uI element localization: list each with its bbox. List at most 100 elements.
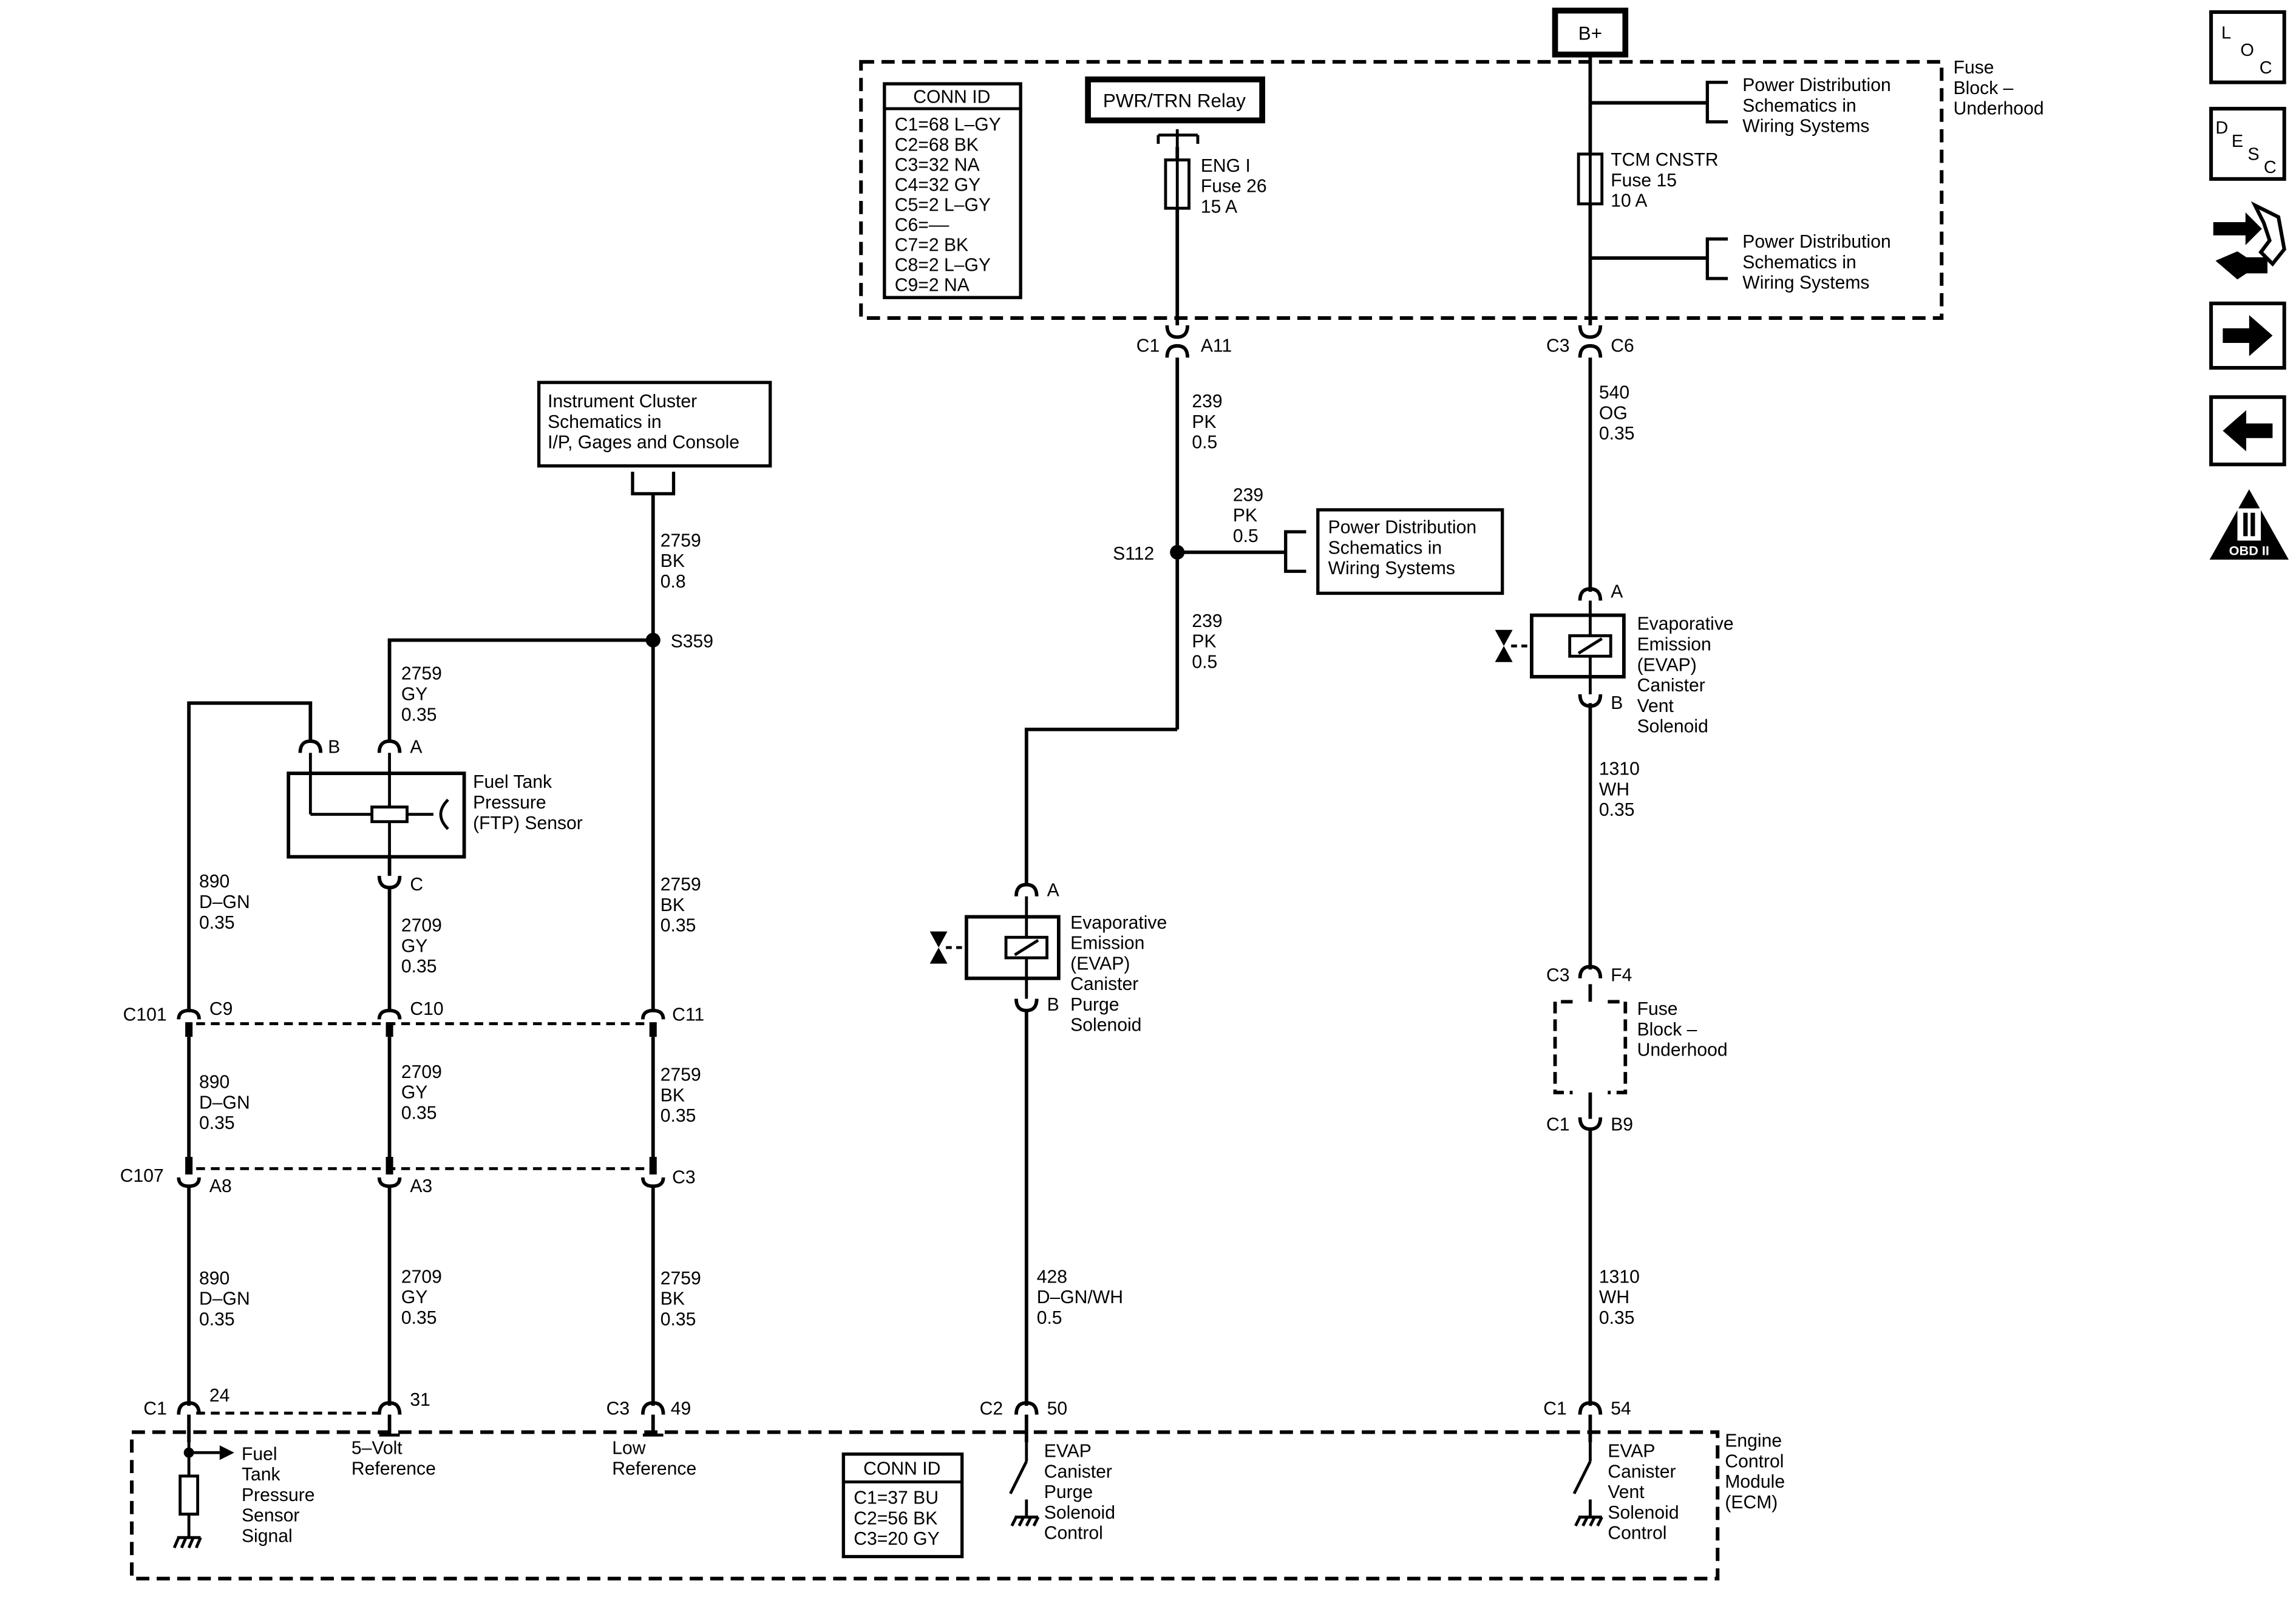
power-dist-bottom-label[interactable]: Power Distribution Schematics in Wiring … — [1742, 232, 1896, 293]
svg-text:L: L — [2221, 23, 2231, 42]
svg-text:24: 24 — [209, 1386, 230, 1406]
fuse-block-mid-label: Fuse Block – Underhood — [1637, 999, 1728, 1060]
svg-text:C6: C6 — [1611, 336, 1634, 356]
svg-text:C2: C2 — [980, 1399, 1004, 1419]
ecm-signal-arrow — [219, 1445, 234, 1460]
evap-vent-label: Evaporative Emission (EVAP) Canister Ven… — [1637, 614, 1739, 737]
ecm-vent-control-label: EVAP Canister Vent Solenoid Control — [1608, 1442, 1684, 1544]
battery-label: B+ — [1578, 23, 1602, 44]
svg-text:A3: A3 — [410, 1176, 432, 1196]
next-arrow-icon[interactable] — [2209, 301, 2286, 370]
svg-text:E: E — [2232, 132, 2243, 151]
svg-text:A: A — [1611, 582, 1623, 602]
splice-s112-label: S112 — [1113, 544, 1154, 564]
svg-text:C3: C3 — [606, 1399, 630, 1419]
relay-output-pin — [1156, 129, 1200, 147]
svg-text:F4: F4 — [1611, 966, 1632, 986]
svg-text:C3: C3 — [1546, 336, 1570, 356]
ecm-ftp-signal-circuit — [172, 1442, 220, 1549]
pwr-trn-relay-label: PWR/TRN Relay — [1103, 90, 1246, 112]
svg-text:C: C — [2260, 58, 2272, 78]
instrument-cluster-label[interactable]: Instrument Cluster Schematics in I/P, Ga… — [548, 391, 739, 453]
power-dist-s112-label[interactable]: Power Distribution Schematics in Wiring … — [1328, 518, 1482, 579]
svg-text:C3: C3 — [672, 1167, 696, 1187]
power-dist-bracket-top — [1705, 80, 1728, 124]
ecm-title: Engine Control Module (ECM) — [1725, 1431, 1790, 1513]
svg-text:C: C — [2264, 158, 2277, 177]
pwr-trn-relay-box — [1085, 76, 1265, 124]
svg-text:C107: C107 — [120, 1166, 164, 1186]
wire-runs — [187, 56, 1708, 1443]
loc-icon[interactable]: L O C — [2209, 10, 2286, 84]
svg-text:S: S — [2247, 144, 2259, 164]
instrument-cluster-box[interactable] — [537, 381, 772, 468]
svg-text:C1: C1 — [1136, 336, 1160, 356]
svg-text:C10: C10 — [410, 999, 443, 1019]
svg-text:D: D — [2215, 118, 2228, 138]
tcm-fuse-label: TCM CNSTR Fuse 15 10 A — [1611, 150, 1724, 211]
evap-vent-coil — [1511, 600, 1612, 694]
svg-text:49: 49 — [671, 1399, 691, 1419]
evap-purge-valve-icon — [929, 931, 948, 964]
svg-text:C1: C1 — [1546, 1115, 1570, 1135]
evap-purge-label: Evaporative Emission (EVAP) Canister Pur… — [1070, 913, 1172, 1035]
power-dist-bracket-bottom — [1705, 237, 1728, 280]
svg-text:B: B — [1611, 693, 1623, 713]
obd-ii-icon[interactable]: OBD II — [2209, 489, 2289, 560]
svg-text:50: 50 — [1047, 1399, 1068, 1419]
power-dist-s112-box[interactable] — [1316, 508, 1504, 595]
svg-text:OBD II: OBD II — [2229, 543, 2269, 558]
svg-text:31: 31 — [410, 1390, 430, 1410]
inline-connector-blades — [185, 1022, 657, 1174]
ftp-sensor-label: Fuel Tank Pressure (FTP) Sensor — [473, 772, 583, 833]
evap-purge-coil — [946, 896, 1048, 999]
svg-text:O: O — [2240, 41, 2254, 60]
ecm-housing — [130, 1430, 1720, 1581]
svg-text:C1: C1 — [1543, 1399, 1567, 1419]
svg-text:C3: C3 — [1546, 966, 1570, 986]
svg-text:A: A — [1047, 881, 1060, 901]
power-dist-s112-bracket — [1284, 530, 1306, 573]
fuse-block-conn-id-box — [883, 82, 1022, 299]
ecm-vent-switch — [1572, 1442, 1603, 1527]
prev-arrow-icon[interactable] — [2209, 395, 2286, 467]
fuse-block-housing — [859, 59, 1944, 320]
svg-text:54: 54 — [1611, 1399, 1631, 1419]
svg-text:C1: C1 — [143, 1399, 167, 1419]
ecm-purge-control-label: EVAP Canister Purge Solenoid Control — [1044, 1442, 1121, 1544]
svg-text:C9: C9 — [209, 999, 233, 1019]
desc-icon[interactable]: D E S C — [2209, 107, 2286, 181]
connector-pins — [177, 325, 1603, 1415]
connector-links — [196, 1022, 646, 1415]
ecm-5v-ref-label: 5–Volt Reference — [352, 1439, 436, 1479]
diagnostic-tool-icon[interactable] — [2213, 201, 2286, 280]
side-icon-bar: L O C D E S C OBD II — [2209, 10, 2289, 560]
svg-text:B: B — [1047, 995, 1059, 1015]
svg-text:C11: C11 — [672, 1005, 704, 1025]
power-dist-top-label[interactable]: Power Distribution Schematics in Wiring … — [1742, 75, 1896, 137]
svg-text:A8: A8 — [209, 1176, 232, 1196]
svg-text:A: A — [410, 737, 423, 757]
ecm-conn-id-list: C1=37 BU C2=56 BK C3=20 GY — [854, 1488, 943, 1550]
ecm-low-ref-label: Low Reference — [612, 1439, 696, 1479]
ftp-sensor-internal — [308, 753, 449, 857]
fuse-block-mid-bracket — [1553, 1000, 1628, 1094]
svg-text:A11: A11 — [1201, 336, 1232, 356]
